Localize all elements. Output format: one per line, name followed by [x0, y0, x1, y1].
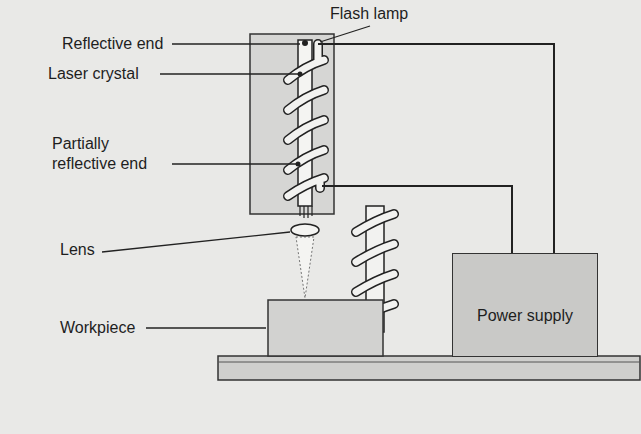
laser-housing [250, 34, 334, 214]
part-label: Reflective end [62, 34, 163, 54]
power-supply-box: Power supply [452, 253, 598, 357]
partial-mirror-marks [300, 206, 312, 218]
part-label: Laser crystal [48, 64, 139, 84]
part-label: Partially reflective end [52, 134, 170, 174]
base-plate-edge [218, 362, 640, 363]
part-label: Lens [60, 240, 95, 260]
workpiece-block [268, 300, 383, 356]
reflective-end-dot [302, 40, 308, 46]
leader-lines [102, 26, 370, 328]
power-wires [318, 44, 554, 268]
lens [291, 224, 319, 236]
part-label: Flash lamp [330, 4, 408, 24]
flash-lamp-coil [288, 44, 324, 196]
laser-beam [296, 237, 314, 298]
leader-dots [296, 72, 303, 167]
part-label: Workpiece [60, 318, 135, 338]
base-plate [218, 356, 640, 380]
box-label: Power supply [477, 306, 573, 356]
